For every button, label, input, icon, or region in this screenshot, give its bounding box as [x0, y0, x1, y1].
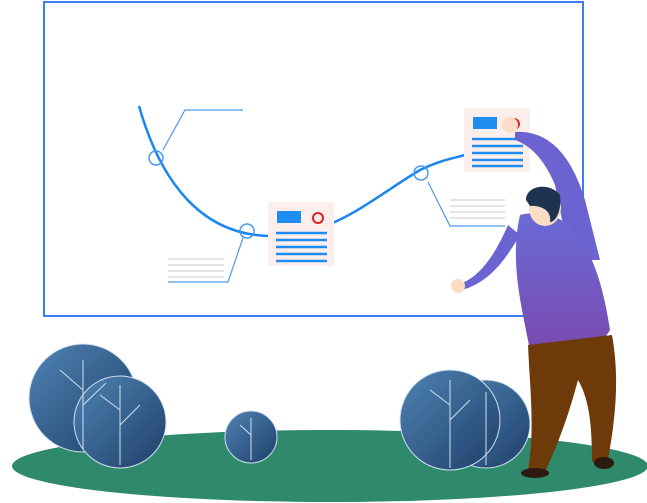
- left-hand: [451, 279, 465, 293]
- torso: [515, 212, 610, 350]
- marker-3: [413, 165, 505, 227]
- shoe-left: [521, 468, 549, 478]
- right-hand: [502, 117, 518, 133]
- marker-1: [148, 109, 243, 166]
- shoe-right: [594, 457, 614, 469]
- info-card-left: [268, 202, 334, 266]
- bushes: [28, 343, 531, 471]
- marker-2: [168, 223, 255, 283]
- pants: [528, 335, 617, 472]
- hair: [526, 186, 561, 222]
- person: [451, 117, 617, 478]
- arm-left: [462, 225, 520, 290]
